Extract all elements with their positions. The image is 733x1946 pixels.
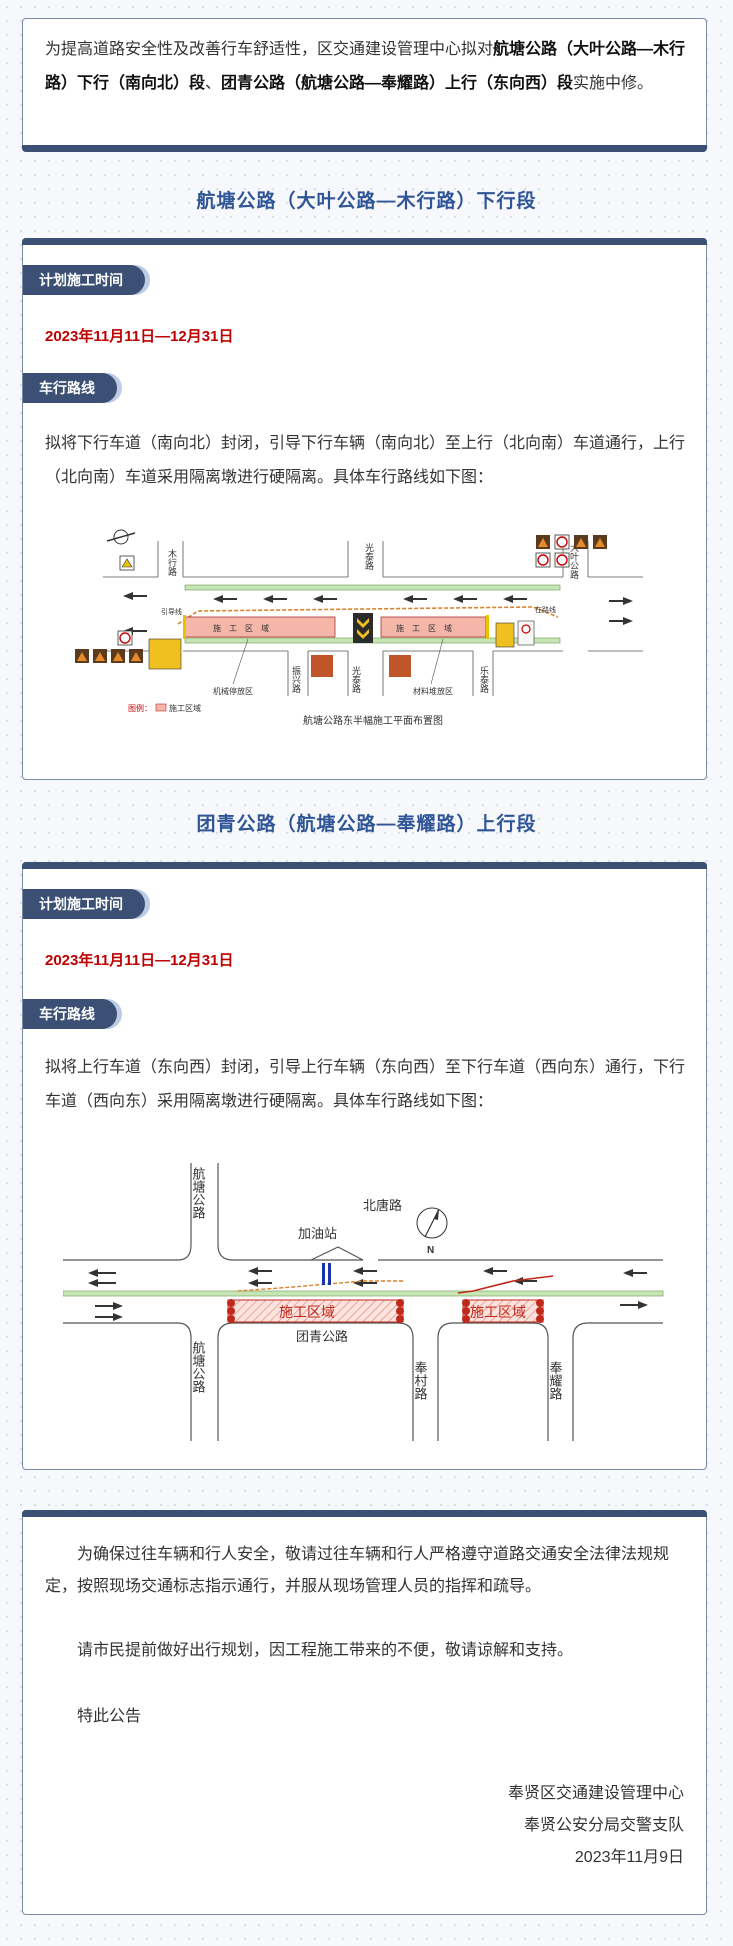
road-label-guangtai-2: 光泰路 — [350, 665, 361, 694]
intro-bold-1: 航塘公路（大叶公路—木行路）下行（南向北）段 — [45, 41, 686, 92]
notice-paragraph-3: 特此公告 — [77, 1708, 142, 1725]
road-label-fengyao: 奉耀路 — [548, 1361, 563, 1400]
section2-title: 团青公路（航塘公路—奉耀路）上行段 — [196, 814, 537, 835]
signal-post-2 — [328, 1263, 331, 1285]
section2-date: 2023年11月11日—12月31日 — [45, 952, 234, 969]
material-area-label: 材料堆放区 — [413, 686, 453, 696]
road-label-dongye: 大叶公路 — [568, 542, 579, 580]
road-label-zhendong: 振兴路 — [290, 665, 301, 694]
intro-bold-2: 团青公路（航塘公路—奉耀路）上行（东向西）段 — [221, 75, 574, 92]
intro-text: 为提高道路安全性及改善行车舒适性，区交通建设管理中心拟对航塘公路（大叶公路—木行… — [23, 19, 706, 101]
section1-card: 计划施工时间 2023年11月11日—12月31日 车行路线 拟将下行车道（南向… — [22, 238, 707, 780]
intro-card: 为提高道路安全性及改善行车舒适性，区交通建设管理中心拟对航塘公路（大叶公路—木行… — [22, 18, 707, 152]
section2-diagram: 施工区域 施工区域 — [63, 1163, 664, 1441]
legend-item: 施工区域 — [169, 703, 201, 713]
zone-edge-left — [183, 615, 186, 639]
road-outline — [103, 541, 643, 696]
legend-swatch — [155, 703, 167, 712]
intro-text-3: 实施中修。 — [573, 75, 654, 92]
road-label-hangtang-top: 航塘公路 — [191, 1166, 206, 1219]
north-arrow-icon — [416, 1207, 448, 1239]
road-label-beitang: 北唐路 — [363, 1198, 402, 1213]
section1-route-label: 车行路线 — [23, 373, 117, 403]
north-label: N — [427, 1245, 434, 1256]
diagram1-caption: 航塘公路东半幅施工平面布置图 — [303, 714, 443, 727]
signature-2: 奉贤公安分局交警支队 — [523, 1817, 684, 1834]
section1-date: 2023年11月11日—12月31日 — [45, 328, 234, 345]
section1-title: 航塘公路（大叶公路—木行路）下行段 — [196, 191, 537, 212]
detour-line — [177, 606, 559, 625]
traffic-sign-icons — [75, 534, 607, 677]
zone-label-1: 施 工 区 域 — [213, 623, 269, 633]
road-label-fengcun: 奉村路 — [413, 1361, 428, 1400]
road-edges-2 — [63, 1163, 663, 1441]
road-label-guangtai-1: 光泰路 — [363, 542, 374, 571]
section2-route-label: 车行路线 — [23, 999, 117, 1029]
detour-line-2 — [457, 1275, 554, 1294]
notice-paragraph-1: 为确保过往车辆和行人安全，敬请过往车辆和行人严格遵守道路交通安全法律法规规定，按… — [45, 1546, 670, 1595]
machine-area-label: 机械停放区 — [213, 686, 253, 696]
notice-date: 2023年11月9日 — [574, 1849, 684, 1866]
road-label-mu: 木行路 — [166, 548, 177, 577]
section1-route-text: 拟将下行车道（南向北）封闭，引导下行车辆（南向北）至上行（北向南）车道通行，上行… — [45, 435, 686, 486]
legend-label: 图例： — [128, 703, 152, 713]
section2-time-label: 计划施工时间 — [23, 889, 145, 919]
section2-card: 计划施工时间 2023年11月11日—12月31日 车行路线 拟将上行车道（东向… — [22, 862, 707, 1470]
zone-label-2b: 施工区域 — [470, 1304, 526, 1320]
lane-arrows-2 — [88, 1267, 648, 1321]
barrier-icons — [227, 1299, 544, 1323]
intro-text-2: 、 — [205, 75, 222, 92]
guide-label: 引导线 — [161, 607, 182, 616]
signal-post-1 — [322, 1263, 325, 1285]
zone-label-2: 施 工 区 域 — [396, 623, 452, 633]
road-label-leitai: 乐泰路 — [478, 665, 489, 694]
lane-sign-label: 在路线 — [535, 605, 556, 614]
intro-text-1: 为提高道路安全性及改善行车舒适性，区交通建设管理中心拟对 — [45, 41, 494, 58]
median-strip-2 — [63, 1290, 664, 1297]
notice-card: 为确保过往车辆和行人安全，敬请过往车辆和行人严格遵守道路交通安全法律法规规定，按… — [22, 1510, 707, 1915]
signature-1: 奉贤区交通建设管理中心 — [507, 1785, 684, 1802]
gas-station-label: 加油站 — [298, 1226, 337, 1241]
notice-paragraph-2: 请市民提前做好出行规划，因工程施工带来的不便，敬请谅解和支持。 — [77, 1642, 574, 1659]
median-strip-top — [184, 584, 561, 591]
zone-label-2a: 施工区域 — [279, 1304, 335, 1320]
section2-route-text: 拟将上行车道（东向西）封闭，引导上行车辆（东向西）至下行车道（西向东）通行，下行… — [45, 1059, 686, 1110]
section1-diagram: 木行路 光泰路 大叶公路 光泰路 振兴路 乐泰路 — [75, 529, 643, 727]
road-label-tuanqing: 团青公路 — [296, 1329, 348, 1344]
compass-icon — [106, 529, 136, 545]
zone-edge-right — [486, 615, 489, 639]
road-label-hangtang-bottom: 航塘公路 — [191, 1340, 206, 1393]
section1-time-label: 计划施工时间 — [23, 265, 145, 295]
